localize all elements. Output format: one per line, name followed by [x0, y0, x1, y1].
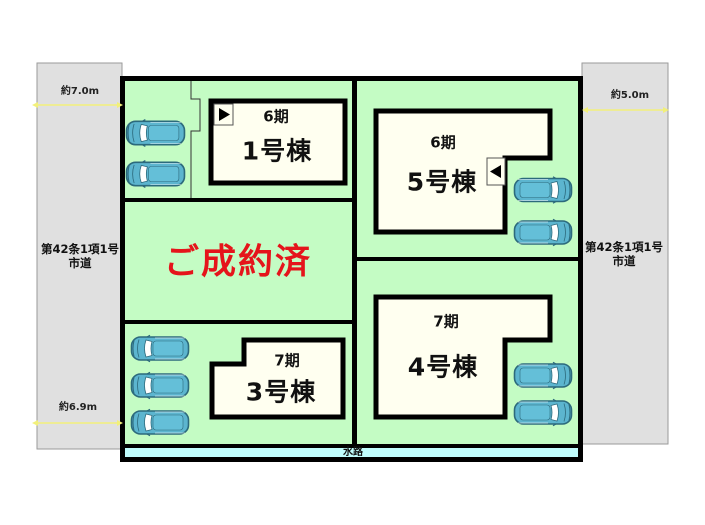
lot4-building-label: 4号棟	[407, 352, 479, 382]
lot3-building-label: 3号棟	[245, 377, 317, 407]
entrance-arrow-right-icon	[219, 108, 230, 121]
right-road-width: 約5.0m	[610, 90, 650, 101]
lot4-phase: 7期	[433, 312, 459, 331]
car-icon	[130, 334, 190, 363]
left-road-type: 第42条1項1号 市道	[41, 242, 119, 270]
car-icon	[513, 218, 573, 247]
car-icon	[125, 159, 186, 189]
dimension-arrow-left-top	[32, 102, 123, 108]
car-icon	[125, 118, 186, 148]
left-road-type-line1: 第42条1項1号	[40, 242, 120, 256]
waterway	[122, 447, 582, 459]
building-3-outline	[209, 337, 346, 420]
building-4-outline	[373, 294, 553, 420]
left-road-type-line2: 市道	[68, 256, 92, 270]
car-icon	[513, 398, 573, 427]
lot1-inner-boundary	[190, 80, 201, 199]
right-road-type-line1: 第42条1項1号	[584, 240, 664, 254]
right-road-type-line2: 市道	[612, 254, 636, 268]
lot3-phase: 7期	[274, 351, 300, 370]
building-1-outline	[208, 98, 348, 186]
sold-label: ご成約済	[163, 242, 313, 283]
car-icon	[513, 361, 573, 390]
lot1-building-label: 1号棟	[241, 136, 313, 166]
right-road-type: 第42条1項1号 市道	[585, 240, 663, 268]
left-road-width-top: 約7.0m	[60, 86, 100, 97]
dimension-arrow-right-top	[582, 107, 669, 113]
car-icon	[130, 371, 190, 400]
dimension-arrow-left-bottom	[32, 420, 123, 426]
lot5-phase: 6期	[430, 133, 456, 152]
left-road	[36, 62, 123, 450]
waterway-label: 水路	[343, 447, 363, 458]
lot5-building-label: 5号棟	[406, 167, 478, 197]
car-icon	[130, 408, 190, 437]
entrance-arrow-left-icon	[490, 165, 501, 178]
car-icon	[513, 176, 573, 204]
site-boundary	[120, 76, 583, 462]
right-road	[581, 62, 669, 445]
lot1-phase: 6期	[263, 107, 289, 126]
left-road-width-bottom: 約6.9m	[58, 402, 98, 413]
